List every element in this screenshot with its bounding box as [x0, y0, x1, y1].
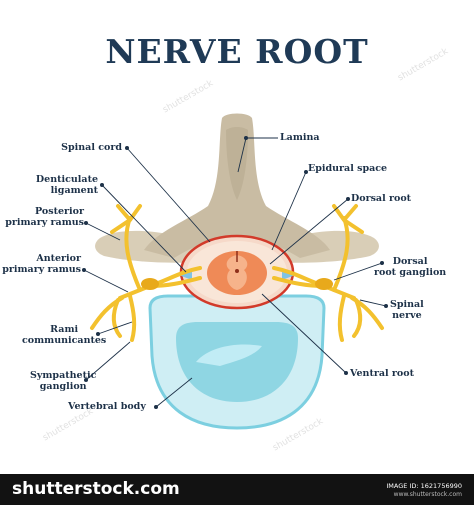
label-lamina: Lamina: [280, 132, 320, 143]
label-anterior-primary-ramus: Anterior primary ramus: [2, 253, 81, 275]
label-rami-communicantes: Rami communicantes: [22, 324, 107, 346]
label-dorsal-root: Dorsal root: [351, 193, 412, 204]
footer-bar: shutterstock.com IMAGE ID: 1621756990 ww…: [0, 474, 474, 505]
brand-logo[interactable]: shutterstock.com: [12, 479, 180, 499]
label-denticulate-ligament: Denticulate ligament: [35, 174, 98, 196]
image-id: IMAGE ID: 1621756990: [386, 482, 462, 490]
vertebral-body-inner: [176, 322, 298, 402]
label-dorsal-root-ganglion: Dorsal root ganglion: [374, 256, 447, 278]
label-sympathetic-ganglion: Sympathetic ganglion: [30, 370, 97, 392]
label-posterior-primary-ramus: Posterior primary ramus: [5, 206, 84, 228]
label-ventral-root: Ventral root: [350, 368, 414, 379]
label-epidural-space: Epidural space: [308, 163, 388, 174]
label-spinal-cord: Spinal cord: [61, 142, 122, 153]
leader-lines: [83, 137, 387, 408]
leader-dots: [82, 136, 388, 409]
page-title: NERVE ROOT: [105, 32, 369, 71]
site-url[interactable]: www.shutterstock.com: [393, 491, 462, 498]
label-vertebral-body: Vertebral body: [68, 401, 146, 412]
nerves-left: [90, 204, 202, 342]
label-spinal-nerve: Spinal nerve: [390, 299, 424, 321]
